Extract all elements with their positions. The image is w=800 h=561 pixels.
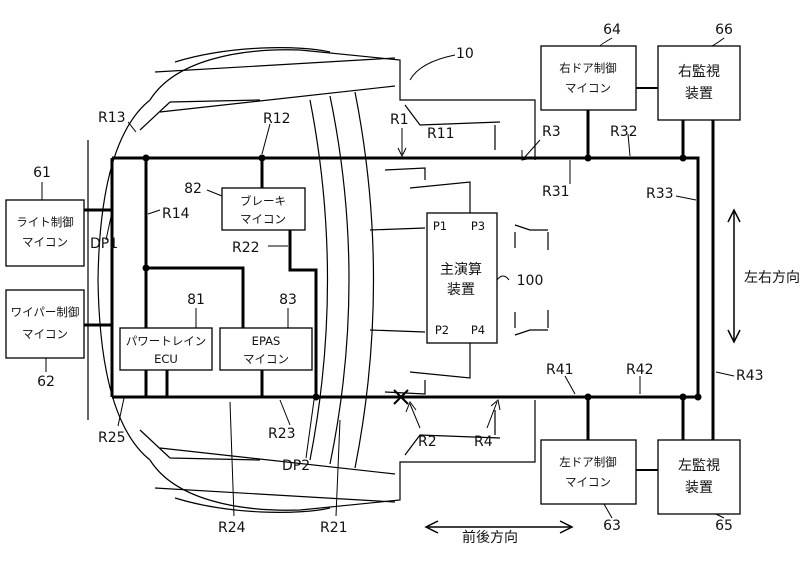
label-r21: R21: [320, 520, 348, 536]
left-monitor-box: 左監視 装置 65: [657, 439, 741, 534]
light-control-line2: マイコン: [22, 235, 68, 249]
light-control-box: ライト制御 マイコン 61: [5, 165, 85, 267]
label-r33: R33: [646, 186, 674, 202]
label-r31: R31: [542, 184, 570, 200]
left-door-line2: マイコン: [565, 475, 611, 489]
label-r41: R41: [546, 362, 574, 378]
right-door-line1: 右ドア制御: [559, 61, 617, 75]
epas-line1: EPAS: [252, 334, 281, 348]
port-p1: P1: [433, 219, 447, 233]
port-p3: P3: [471, 219, 485, 233]
label-dp2: DP2: [282, 458, 310, 474]
main-line1: 主演算: [440, 262, 482, 278]
junction-dots: [142, 154, 702, 401]
left-monitor-line1: 左監視: [678, 457, 720, 474]
port-p2: P2: [435, 323, 449, 337]
left-monitor-num: 65: [715, 518, 733, 534]
label-r3: R3: [542, 124, 561, 140]
light-control-num: 61: [33, 165, 51, 181]
label-r1: R1: [390, 112, 409, 128]
lateral-direction-arrow: 左右方向: [727, 208, 800, 344]
label-r2: R2: [418, 434, 437, 450]
label-r14: R14: [162, 206, 190, 222]
label-r32: R32: [610, 124, 638, 140]
brake-box: ブレーキ マイコン 82: [184, 181, 306, 231]
brake-line2: マイコン: [240, 212, 286, 226]
powertrain-num: 81: [187, 292, 205, 308]
main-line2: 装置: [447, 282, 475, 298]
epas-line2: マイコン: [243, 352, 289, 366]
reference-labels: 10 R1 R11 R12 R13 R14 DP1 R22 R3 R32 R31…: [90, 46, 764, 536]
left-door-line1: 左ドア制御: [559, 455, 617, 469]
wiper-control-line1: ワイパー制御: [11, 305, 80, 319]
label-vehicle: 10: [456, 46, 474, 62]
wiper-control-num: 62: [37, 374, 55, 390]
powertrain-ecu-box: パワートレイン ECU 81: [119, 292, 213, 371]
epas-num: 83: [279, 292, 297, 308]
left-door-box: 左ドア制御 マイコン 63: [540, 439, 637, 534]
label-r42: R42: [626, 362, 654, 378]
vehicle-outline: [87, 46, 549, 514]
label-r24: R24: [218, 520, 246, 536]
right-door-box: 右ドア制御 マイコン 64: [540, 22, 637, 111]
brake-num: 82: [184, 181, 202, 197]
main-computing-box: P1 P3 主演算 装置 P2 P4 100: [426, 212, 544, 344]
label-r12: R12: [263, 111, 291, 127]
label-r13: R13: [98, 110, 126, 126]
label-r4: R4: [474, 434, 493, 450]
leader-lines: [41, 37, 735, 519]
wiper-control-line2: マイコン: [22, 327, 68, 341]
label-dp1: DP1: [90, 236, 118, 252]
powertrain-line1: パワートレイン: [126, 334, 207, 348]
right-door-line2: マイコン: [565, 81, 611, 95]
longitudinal-direction-label: 前後方向: [462, 529, 518, 546]
label-r22: R22: [232, 240, 260, 256]
network-wires: [83, 87, 715, 471]
break-mark: [393, 389, 409, 405]
lateral-direction-label: 左右方向: [744, 270, 800, 286]
right-monitor-line1: 右監視: [678, 63, 720, 80]
longitudinal-direction-arrow: 前後方向: [424, 520, 574, 546]
port-p4: P4: [471, 323, 485, 337]
light-control-line1: ライト制御: [16, 215, 74, 229]
brake-line1: ブレーキ: [240, 194, 286, 208]
right-monitor-num: 66: [715, 22, 733, 38]
right-monitor-line2: 装置: [685, 86, 713, 102]
epas-box: EPAS マイコン 83: [219, 292, 313, 371]
main-num: 100: [517, 273, 544, 289]
left-monitor-line2: 装置: [685, 480, 713, 496]
wiper-control-box: ワイパー制御 マイコン 62: [5, 289, 85, 390]
label-r11: R11: [427, 126, 455, 142]
left-door-num: 63: [603, 518, 621, 534]
right-monitor-box: 右監視 装置 66: [657, 22, 741, 121]
powertrain-line2: ECU: [154, 352, 178, 366]
right-door-num: 64: [603, 22, 621, 38]
label-r43: R43: [736, 368, 764, 384]
label-r25: R25: [98, 430, 126, 446]
label-r23: R23: [268, 426, 296, 442]
